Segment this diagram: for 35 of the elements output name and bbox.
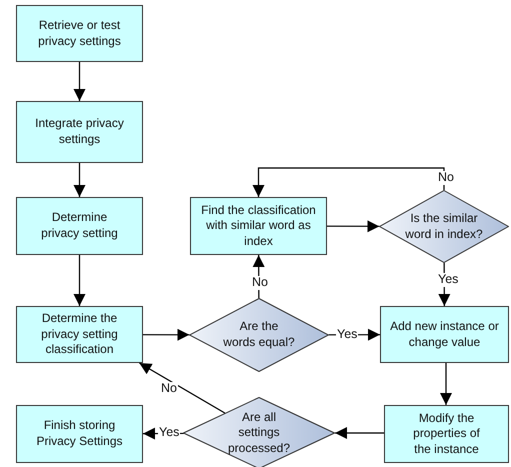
arrow bbox=[143, 328, 190, 341]
node-text: Is the similar word in index? bbox=[404, 210, 484, 242]
process-box bbox=[190, 197, 327, 255]
edge-label: No bbox=[251, 276, 269, 290]
decision-diamond bbox=[379, 190, 509, 263]
node-text: Modify the properties of the instance bbox=[412, 410, 481, 458]
arrow bbox=[74, 255, 86, 306]
process-box bbox=[384, 405, 509, 463]
process-box bbox=[16, 405, 143, 463]
arrow bbox=[438, 262, 450, 306]
node-text: Add new instance or change value bbox=[390, 318, 500, 350]
process-box bbox=[16, 5, 143, 62]
arrow bbox=[440, 363, 452, 405]
node-text: Integrate privacy settings bbox=[34, 116, 125, 148]
edge-label: Yes bbox=[437, 273, 460, 287]
edge-label: No bbox=[437, 171, 455, 185]
arrow bbox=[74, 163, 86, 197]
arrow bbox=[252, 167, 445, 197]
decision-diamond bbox=[183, 397, 335, 467]
node-text: Find the classification with similar word as index bbox=[200, 202, 317, 250]
node-text: Retrieve or test privacy settings bbox=[37, 18, 122, 50]
node-text: Determine the privacy setting classification bbox=[40, 311, 119, 358]
process-box bbox=[16, 101, 143, 163]
arrow bbox=[335, 427, 384, 439]
node-text: Finish storing Privacy Settings bbox=[35, 418, 124, 450]
process-box bbox=[16, 197, 143, 255]
node-text: Determine privacy setting bbox=[40, 210, 119, 242]
arrow bbox=[327, 220, 380, 232]
arrow bbox=[139, 362, 226, 414]
arrow bbox=[74, 62, 86, 101]
node-text: Are the words equal? bbox=[223, 319, 295, 351]
process-box bbox=[16, 306, 143, 363]
decision-diamond bbox=[189, 298, 329, 372]
node-text: Are all settings processed? bbox=[226, 410, 292, 456]
process-box bbox=[380, 306, 509, 363]
